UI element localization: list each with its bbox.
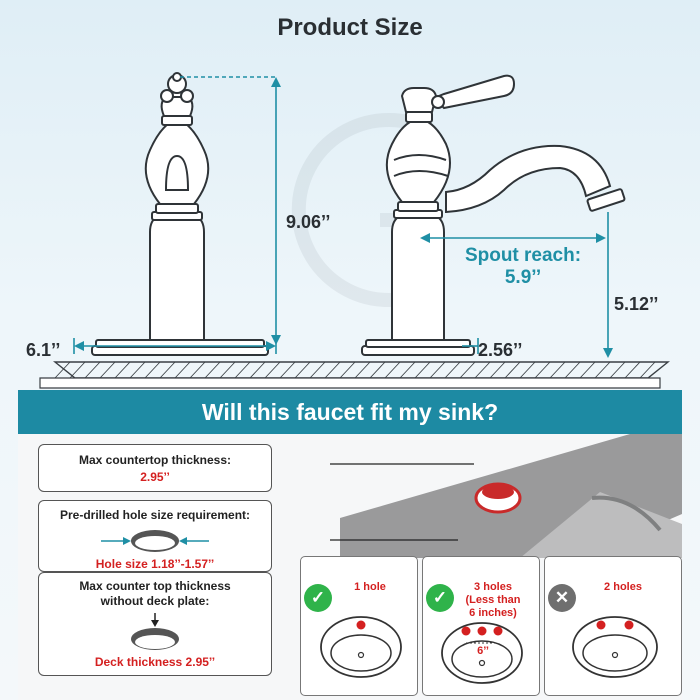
sink-3-holes-drawing — [441, 622, 523, 684]
sink-option-2-label: 2 holes — [604, 581, 642, 593]
hole-size-icon — [101, 530, 209, 552]
sink-option-1-hole: ✓ 1 hole — [300, 556, 418, 696]
sink-option-1-label: 1 hole — [354, 581, 386, 593]
check-icon: ✓ — [426, 584, 454, 612]
sink-option-3-label-3: 6 inches) — [469, 607, 517, 619]
page-title: Product Size — [277, 14, 423, 41]
sink-option-3-holes: ✓ 3 holes (Less than 6 inches) 6’’ — [422, 556, 540, 696]
cross-icon: ✕ — [548, 584, 576, 612]
hole-size-card: Pre-drilled hole size requirement: Hole … — [38, 500, 272, 572]
deck-thickness-label-2: without deck plate: — [100, 594, 210, 608]
faucet-side-view — [361, 74, 626, 356]
watermark-logo — [291, 113, 437, 307]
countertop-thickness-label: Max countertop thickness: — [78, 453, 232, 467]
sink-option-3-label-1: 3 holes — [474, 581, 512, 593]
deck-thickness-value: Deck thickness 2.95’’ — [94, 655, 216, 669]
faucet-diagram — [39, 72, 670, 389]
faucet-front-view — [91, 72, 269, 356]
spout-height-dimension: 5.12’’ — [614, 294, 659, 314]
deck-thickness-icon — [131, 613, 179, 650]
dimension-lines — [73, 76, 613, 358]
fit-banner: Will this faucet fit my sink? — [18, 390, 682, 434]
spout-reach-value: 5.9’’ — [504, 267, 542, 288]
base-depth-dimension: 2.56’’ — [478, 340, 523, 360]
countertop-thickness-value: 2.95’’ — [140, 470, 170, 484]
countertop-thickness-card: Max countertop thickness: 2.95’’ — [38, 444, 272, 492]
height-dimension: 9.06’’ — [286, 212, 331, 232]
spout-reach-label: Spout reach: — [464, 245, 582, 266]
deck-thickness-card: Max counter top thickness without deck p… — [38, 572, 272, 676]
countertop-illustration — [330, 434, 682, 558]
sink-2-holes-drawing — [572, 616, 658, 678]
hole-size-value: Hole size 1.18’’-1.57’’ — [95, 557, 215, 571]
hole-icon — [474, 482, 522, 514]
sink-1-hole-drawing — [320, 616, 402, 678]
sink-hole-spacing: 6’’ — [477, 645, 489, 657]
hole-size-label: Pre-drilled hole size requirement: — [59, 508, 251, 522]
sink-option-2-holes: ✕ 2 holes — [544, 556, 682, 696]
sink-option-3-label-2: (Less than — [465, 594, 521, 606]
countertop-strip — [39, 361, 670, 389]
base-width-dimension: 6.1’’ — [26, 340, 61, 360]
check-icon: ✓ — [304, 584, 332, 612]
deck-thickness-label-1: Max counter top thickness — [79, 579, 231, 593]
